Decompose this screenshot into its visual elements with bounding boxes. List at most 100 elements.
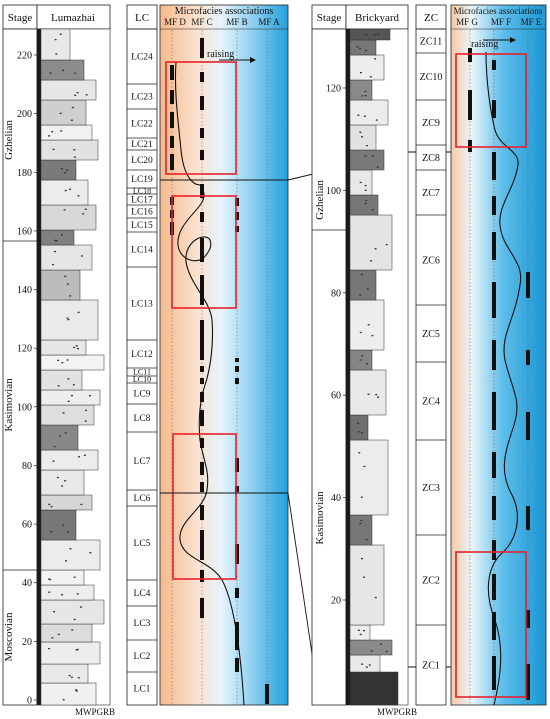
lumazhai-grain — [77, 593, 79, 594]
lumazhai-section-header: Lumazhai — [51, 12, 95, 24]
brickyard-grain — [359, 48, 361, 49]
lumazhai-depth-label: 220 — [17, 51, 32, 62]
lumazhai-grain — [48, 504, 50, 505]
lumazhai-grain — [65, 560, 67, 561]
mf-f-bar — [492, 196, 496, 215]
lc-unit-label: LC16 — [131, 208, 153, 218]
lumazhai-bed — [41, 390, 100, 405]
lumazhai-grain — [73, 347, 75, 348]
lumazhai-grain — [61, 362, 63, 363]
lumazhai-grain — [67, 318, 69, 319]
lc-unit-label: LC11 — [133, 368, 151, 377]
brickyard-grain — [375, 248, 377, 249]
brickyard-grain — [360, 72, 362, 73]
lumazhai-grain — [67, 378, 69, 379]
lumazhai-bed — [41, 160, 76, 180]
mf-c-bar — [200, 378, 204, 384]
brickyard-mf-g-label: MF G — [456, 17, 478, 27]
lumazhai-section: Stage Lumazhai LC Gzhelian Kasimovian Mo… — [3, 5, 288, 717]
brickyard-grain — [364, 91, 366, 92]
brickyard-grain — [363, 466, 365, 467]
mf-f-bar — [492, 452, 496, 478]
zc-unit-label: ZC1 — [422, 661, 440, 672]
brickyard-depth-label: 80 — [331, 288, 341, 299]
brickyard-grain — [357, 115, 359, 116]
lumazhai-bed — [41, 355, 104, 370]
lumazhai-mf-a-label: MF A — [258, 17, 280, 27]
lumazhai-grain — [69, 189, 71, 190]
brickyard-bed — [350, 640, 392, 655]
zc-unit-label: ZC2 — [422, 576, 440, 587]
lumazhai-bed — [41, 642, 100, 664]
mf-c-bar — [200, 128, 204, 138]
lumazhai-grain — [48, 135, 50, 136]
lumazhai-grain — [62, 524, 64, 525]
lumazhai-bed — [41, 230, 74, 245]
lumazhai-stage-gzhelian: Gzhelian — [3, 120, 15, 160]
lumazhai-bed — [41, 450, 98, 470]
brickyard-grain — [356, 46, 358, 47]
mf-c-bar — [200, 410, 204, 426]
brickyard-grain — [358, 431, 360, 432]
lc-unit-label: LC7 — [134, 457, 151, 467]
lumazhai-grain — [71, 120, 73, 121]
lumazhai-grain — [57, 360, 59, 361]
lumazhai-bed — [41, 125, 92, 140]
lumazhai-grain — [67, 283, 69, 284]
brickyard-stage-header: Stage — [317, 12, 342, 24]
mf-b-bar — [235, 588, 239, 598]
mf-f-bar — [492, 392, 496, 430]
lc-unit-label: LC6 — [134, 494, 151, 504]
brickyard-grain — [365, 200, 367, 201]
lumazhai-depth-label: 100 — [17, 402, 32, 413]
brickyard-bed — [350, 672, 398, 705]
mf-c-bar — [200, 598, 204, 618]
lumazhai-grain — [81, 255, 83, 256]
brickyard-grain — [375, 597, 377, 598]
mf-c-bar — [200, 96, 204, 110]
lumazhai-bed — [41, 100, 86, 125]
mf-c-bar — [200, 275, 204, 305]
lumazhai-grain — [52, 460, 54, 461]
brickyard-grain — [365, 34, 367, 35]
brickyard-bed — [350, 55, 384, 80]
lumazhai-grain — [64, 209, 66, 210]
lumazhai-depth-label: 40 — [22, 578, 32, 589]
lumazhai-depth-label: 120 — [17, 344, 32, 355]
brickyard-grain — [361, 355, 363, 356]
lumazhai-grain — [65, 190, 67, 191]
mf-c-bar — [200, 482, 204, 492]
lumazhai-grain — [51, 506, 53, 507]
zc-unit-label: ZC8 — [422, 153, 440, 164]
mf-c-bar — [200, 150, 204, 160]
lumazhai-grain — [67, 531, 69, 532]
lc-unit-label: LC3 — [134, 619, 151, 629]
lumazhai-mf-b-label: MF B — [226, 17, 247, 27]
lumazhai-grain — [85, 420, 87, 421]
lumazhai-bed — [41, 340, 86, 355]
lumazhai-grain — [64, 172, 66, 173]
mf-b-bar — [235, 358, 239, 362]
mf-c-bar — [200, 570, 204, 582]
brickyard-depth-label: 60 — [331, 391, 341, 402]
lumazhai-grain — [64, 276, 66, 277]
brickyard-grain — [372, 209, 374, 210]
lumazhai-bed — [41, 510, 76, 540]
lumazhai-bed — [41, 600, 104, 624]
brickyard-grain — [363, 630, 365, 631]
zc-unit-label: ZC4 — [422, 397, 440, 408]
brickyard-bed — [350, 370, 386, 415]
brickyard-grain — [361, 432, 363, 433]
mf-c-bar — [200, 320, 204, 360]
brickyard-grain — [365, 203, 367, 204]
lc-unit-label: LC4 — [134, 589, 151, 599]
lumazhai-grain — [80, 504, 82, 505]
brickyard-mf-e-label: MF E — [521, 17, 542, 27]
lumazhai-grain — [74, 157, 76, 158]
lumazhai-grain — [86, 94, 88, 95]
lumazhai-bed — [41, 683, 96, 705]
brickyard-grain — [364, 116, 366, 117]
brickyard-grain — [358, 452, 360, 453]
lumazhai-grain — [72, 107, 74, 108]
